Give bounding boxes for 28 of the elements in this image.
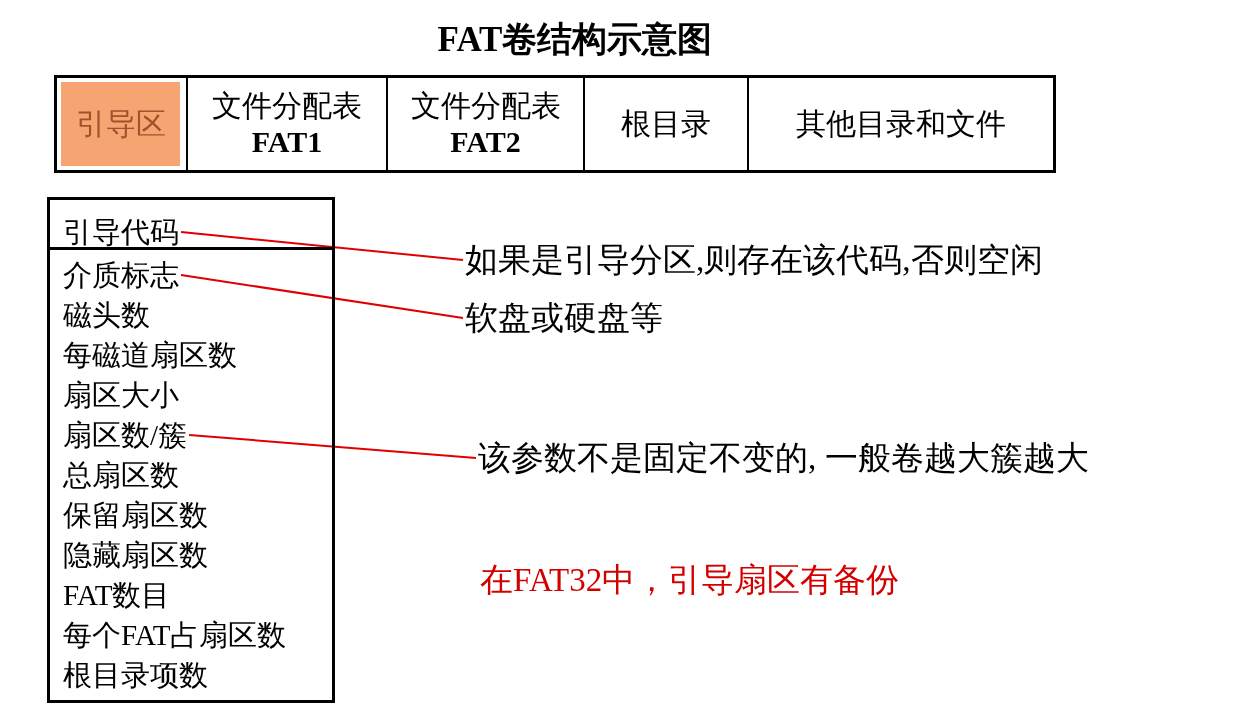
- field-name: 每个FAT占扇区数: [63, 617, 287, 653]
- field-name: 根目录项数: [63, 657, 208, 693]
- table-cell: 其他目录和文件: [747, 78, 1053, 170]
- field-name: 介质标志: [63, 257, 179, 293]
- annotation-text: 该参数不是固定不变的, 一般卷越大簇越大: [478, 438, 1089, 478]
- field-name: 总扇区数: [63, 457, 179, 493]
- cell-text: 文件分配表: [212, 88, 362, 124]
- field-name: 隐藏扇区数: [63, 537, 208, 573]
- title: FAT卷结构示意图: [436, 19, 714, 61]
- field-name: 每磁道扇区数: [63, 337, 237, 373]
- table-cell: 根目录: [583, 78, 747, 170]
- leader-line: [188, 434, 477, 459]
- field-name: 引导代码: [63, 214, 179, 250]
- field-name: 扇区大小: [63, 377, 179, 413]
- field-name: 扇区数/簇: [63, 417, 188, 453]
- leader-line: [180, 274, 464, 319]
- annotation-text: 如果是引导分区,则存在该代码,否则空闲: [465, 240, 1043, 280]
- field-name: FAT数目: [63, 577, 171, 613]
- cell-text: FAT2: [450, 124, 521, 160]
- cell-text: 文件分配表: [410, 88, 561, 124]
- boot-sector-cell: 引导区: [61, 82, 180, 166]
- field-name: 保留扇区数: [63, 497, 208, 533]
- leader-line: [180, 231, 464, 261]
- note-text: 在FAT32中，引导扇区有备份: [480, 561, 900, 600]
- annotation-text: 软盘或硬盘等: [465, 298, 663, 338]
- cell-text: FAT1: [251, 124, 323, 160]
- field-name: 磁头数: [63, 297, 150, 333]
- structure-box: [47, 197, 335, 703]
